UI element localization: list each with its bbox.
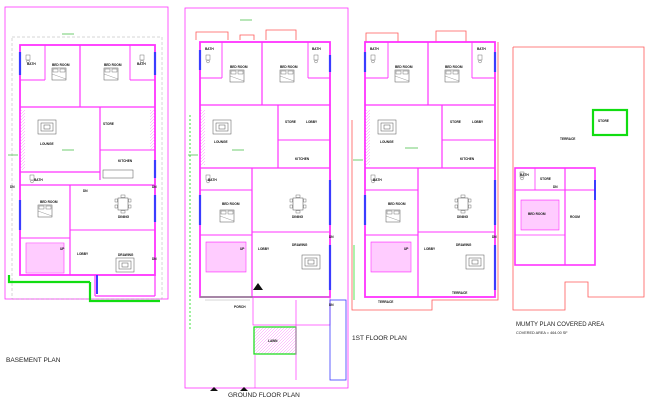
ground-bedroom-3-label: BED ROOM	[222, 202, 240, 206]
ground-lobby-top-label: LOBBY	[306, 120, 318, 124]
first-floor-plan: BED ROOM BED ROOM BATH BATH LOUNGE STORE…	[351, 30, 499, 342]
first-bath-3-label: BATH	[373, 178, 382, 182]
basement-lobby-label: LOBBY	[77, 252, 89, 256]
basement-bedroom-2-label: BED ROOM	[104, 63, 122, 67]
first-bath-1-label: BATH	[370, 47, 379, 51]
mumty-room-label: ROOM	[570, 215, 580, 219]
mumty-plan: BATH STORE ROOM BED ROOM TERRACE STORE D…	[512, 46, 645, 335]
ground-dn-lower-label: DN	[329, 303, 334, 307]
basement-bedroom-1-label: BED ROOM	[52, 63, 70, 67]
first-dining-label: DINING	[457, 215, 469, 219]
basement-store-label: STORE	[103, 122, 114, 126]
ground-lobby-label: LOBBY	[258, 247, 270, 251]
ground-up-label: UP	[240, 247, 245, 251]
ground-lounge-label: LOUNGE	[214, 140, 228, 144]
ground-porch-label: PORCH	[234, 305, 246, 309]
first-terrace-left-label: TERRACE	[378, 300, 393, 304]
ground-dn-label: DN	[329, 235, 334, 239]
first-drawing-label: DRAWING	[456, 243, 472, 247]
basement-bath-3-label: BATH	[34, 178, 43, 182]
ground-bath-2-label: BATH	[312, 47, 321, 51]
first-bath-2-label: BATH	[477, 47, 486, 51]
basement-dining-label: DINING	[118, 215, 130, 219]
first-store-label: STORE	[450, 120, 461, 124]
mumty-green-box-label: STORE	[598, 119, 609, 123]
basement-lounge-label: LOUNGE	[40, 142, 54, 146]
mumty-terrace-label: TERRACE	[560, 137, 575, 141]
mumty-covered-area: COVERED AREA = 464.00 SF	[516, 331, 568, 335]
basement-up-label: UP	[60, 247, 65, 251]
ground-floor-plan-title: GROUND FLOOR PLAN	[228, 392, 300, 399]
first-lobby-label: LOBBY	[424, 247, 436, 251]
ground-bath-3-label: BATH	[208, 178, 217, 182]
first-lounge-label: LOUNGE	[380, 140, 394, 144]
ground-lawn-label: LAWN	[268, 339, 278, 343]
ground-bedroom-2-label: BED ROOM	[280, 65, 298, 69]
basement-dn-left-label: DN	[10, 185, 15, 189]
basement-plan-title: BASEMENT PLAN	[6, 357, 61, 364]
first-lobby-top-label: LOBBY	[472, 120, 484, 124]
basement-plan: BED ROOM BED ROOM BATH BATH LOUNGE KITCH…	[4, 6, 169, 364]
ground-kitchen-label: KITCHEN	[295, 157, 310, 161]
mumty-store-label: STORE	[540, 177, 551, 181]
first-bedroom-3-label: BED ROOM	[388, 202, 406, 206]
first-floor-plan-title: 1ST FLOOR PLAN	[352, 335, 407, 342]
basement-kitchen-label: KITCHEN	[118, 159, 133, 163]
basement-bath-1-label: BATH	[27, 62, 36, 66]
first-up-label: UP	[404, 247, 409, 251]
ground-dining-label: DINING	[292, 215, 304, 219]
ground-store-label: STORE	[285, 120, 296, 124]
mumty-dn-label: DN	[553, 185, 558, 189]
first-terrace-right-label: TERRACE	[452, 291, 467, 295]
ground-drawing-label: DRAWING	[292, 243, 308, 247]
mumty-bath-label: BATH	[520, 173, 529, 177]
first-dn-label: DN	[492, 235, 497, 239]
mumty-plan-title: MUMTY PLAN COVERED AREA	[516, 322, 604, 328]
basement-drawing-label: DRAWING	[118, 253, 134, 257]
ground-bedroom-1-label: BED ROOM	[230, 65, 248, 69]
basement-bedroom-3-label: BED ROOM	[40, 200, 58, 204]
basement-dn-right-label: DN	[152, 185, 157, 189]
first-bedroom-1-label: BED ROOM	[395, 65, 413, 69]
first-kitchen-label: KITCHEN	[460, 157, 475, 161]
ground-floor-plan: BED ROOM BED ROOM BATH BATH LOUNGE STORE…	[184, 7, 349, 399]
ground-bath-1-label: BATH	[205, 47, 214, 51]
first-bedroom-2-label: BED ROOM	[445, 65, 463, 69]
dimension-marks	[8, 19, 418, 161]
basement-bath-2-label: BATH	[137, 62, 146, 66]
mumty-bed-label: BED ROOM	[528, 212, 546, 216]
basement-dn-lower-label: DN	[152, 257, 157, 261]
basement-dn-center-label: DN	[83, 189, 88, 193]
